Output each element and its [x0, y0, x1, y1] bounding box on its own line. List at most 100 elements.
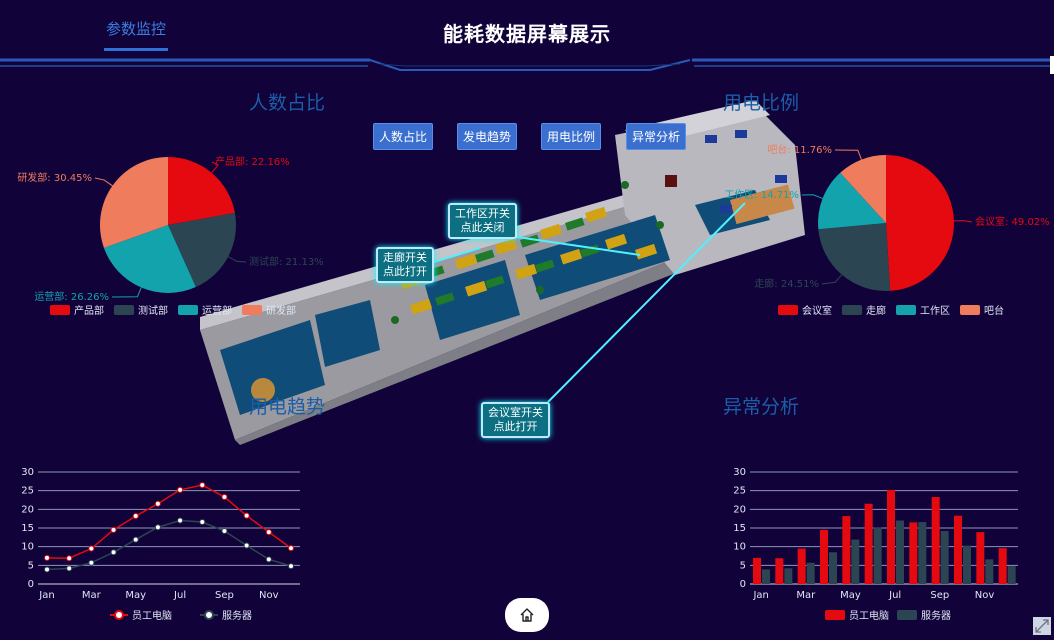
data-point: [288, 545, 294, 552]
y-tick-label: 0: [740, 579, 746, 590]
bar: [820, 529, 828, 584]
pie-slice: [100, 157, 168, 248]
bar: [940, 530, 949, 584]
legend-label: 员工电脑: [132, 609, 172, 622]
pie-slice: [886, 155, 954, 291]
pie-slice: [818, 172, 886, 230]
anomaly-button[interactable]: 异常分析: [626, 123, 687, 150]
bar: [797, 548, 806, 584]
pie-slice: [168, 157, 235, 225]
callout-title: 会议室开关: [488, 406, 543, 419]
legend-label: 测试部: [138, 304, 168, 317]
bar: [829, 552, 837, 584]
x-tick-label: May: [125, 590, 146, 601]
y-tick-label: 10: [733, 542, 746, 553]
legend-swatch: [960, 305, 980, 315]
legend-label: 吧台: [984, 304, 1004, 317]
data-point: [44, 554, 50, 561]
header-divider: [0, 58, 1050, 71]
bar: [954, 515, 962, 584]
bar: [931, 497, 940, 584]
y-tick-label: 0: [28, 579, 34, 590]
y-tick-label: 30: [21, 467, 34, 478]
series-line: [46, 519, 292, 571]
bar: [976, 532, 985, 584]
panel-title-anomaly: 异常分析: [723, 396, 800, 418]
tab-active-underline: [104, 48, 168, 51]
bar: [909, 522, 918, 584]
y-tick-label: 5: [740, 560, 746, 571]
pie-slice-label: 会议室: 49.02%: [975, 215, 1050, 228]
data-point: [177, 517, 184, 524]
pie-slice: [168, 212, 236, 288]
legend-label: 运营部: [202, 304, 232, 317]
legend-label: 研发部: [266, 304, 296, 317]
data-point: [221, 494, 228, 501]
bar: [873, 527, 882, 584]
pie-slice: [818, 223, 891, 291]
pie-slice-label: 测试部: 21.13%: [249, 255, 324, 268]
bar: [887, 489, 895, 584]
pie-slice: [103, 225, 196, 293]
people-ratio-button[interactable]: 人数占比: [373, 123, 434, 150]
bar: [784, 568, 793, 584]
data-point: [199, 482, 206, 489]
people-ratio-pie-chart: 产品部: 22.16%测试部: 21.13%运营部: 26.26%研发部: 30…: [17, 155, 324, 317]
legend-label: 工作区: [920, 305, 950, 317]
legend-label: 服务器: [921, 609, 951, 622]
x-tick-label: Mar: [82, 590, 102, 601]
legend-label: 服务器: [222, 609, 252, 622]
legend-swatch: [242, 305, 262, 315]
panel-title-power-ratio: 用电比例: [723, 92, 800, 114]
y-tick-label: 25: [733, 486, 746, 497]
callout-action: 点此打开: [383, 265, 427, 278]
workarea-switch-callout[interactable]: 工作区开关 点此关闭: [448, 203, 517, 239]
data-point: [288, 563, 294, 570]
data-point: [243, 512, 250, 519]
bar: [851, 539, 860, 584]
power-trend-button[interactable]: 发电趋势: [457, 123, 518, 150]
data-point: [243, 542, 250, 549]
y-tick-label: 25: [21, 486, 34, 497]
y-tick-label: 15: [733, 523, 746, 534]
legend-swatch: [50, 305, 70, 315]
pie-label-line: [111, 287, 142, 298]
x-tick-label: Jul: [888, 590, 901, 601]
corridor-switch-callout[interactable]: 走廊开关 点此打开: [376, 247, 434, 283]
data-point: [132, 536, 139, 543]
bar: [864, 503, 873, 584]
data-point: [221, 527, 228, 534]
data-point: [265, 529, 272, 536]
y-tick-label: 10: [21, 542, 34, 553]
pie-slice-label: 工作区: 14.71%: [724, 189, 799, 201]
edge-marker: [1050, 56, 1054, 74]
fullscreen-button[interactable]: [1033, 617, 1051, 635]
x-tick-label: Sep: [215, 590, 234, 601]
corridor-leader-line: [433, 247, 481, 263]
pie-slice-label: 吧台: 11.76%: [767, 143, 832, 156]
tab-parameter-monitor[interactable]: 参数监控: [105, 20, 166, 38]
page-title: 能耗数据屏幕展示: [443, 22, 611, 46]
legend-swatch: [897, 610, 917, 620]
x-tick-label: Nov: [259, 590, 279, 601]
data-point: [132, 513, 139, 520]
pie-slice-label: 运营部: 26.26%: [34, 290, 109, 303]
bar: [842, 516, 851, 584]
pie-slice: [840, 155, 886, 223]
legend-marker: [204, 610, 214, 620]
bar: [963, 545, 971, 584]
power-ratio-button[interactable]: 用电比例: [541, 123, 602, 150]
meeting-switch-callout[interactable]: 会议室开关 点此打开: [481, 402, 550, 438]
data-point: [66, 555, 73, 562]
pie-label-line: [834, 149, 862, 160]
home-button[interactable]: [505, 598, 549, 632]
x-tick-label: Nov: [975, 590, 995, 601]
bar: [775, 558, 784, 584]
data-point: [177, 486, 184, 493]
y-tick-label: 5: [28, 560, 34, 571]
x-tick-label: Jan: [38, 590, 54, 601]
bar: [896, 520, 904, 584]
expand-icon: [1035, 619, 1049, 633]
